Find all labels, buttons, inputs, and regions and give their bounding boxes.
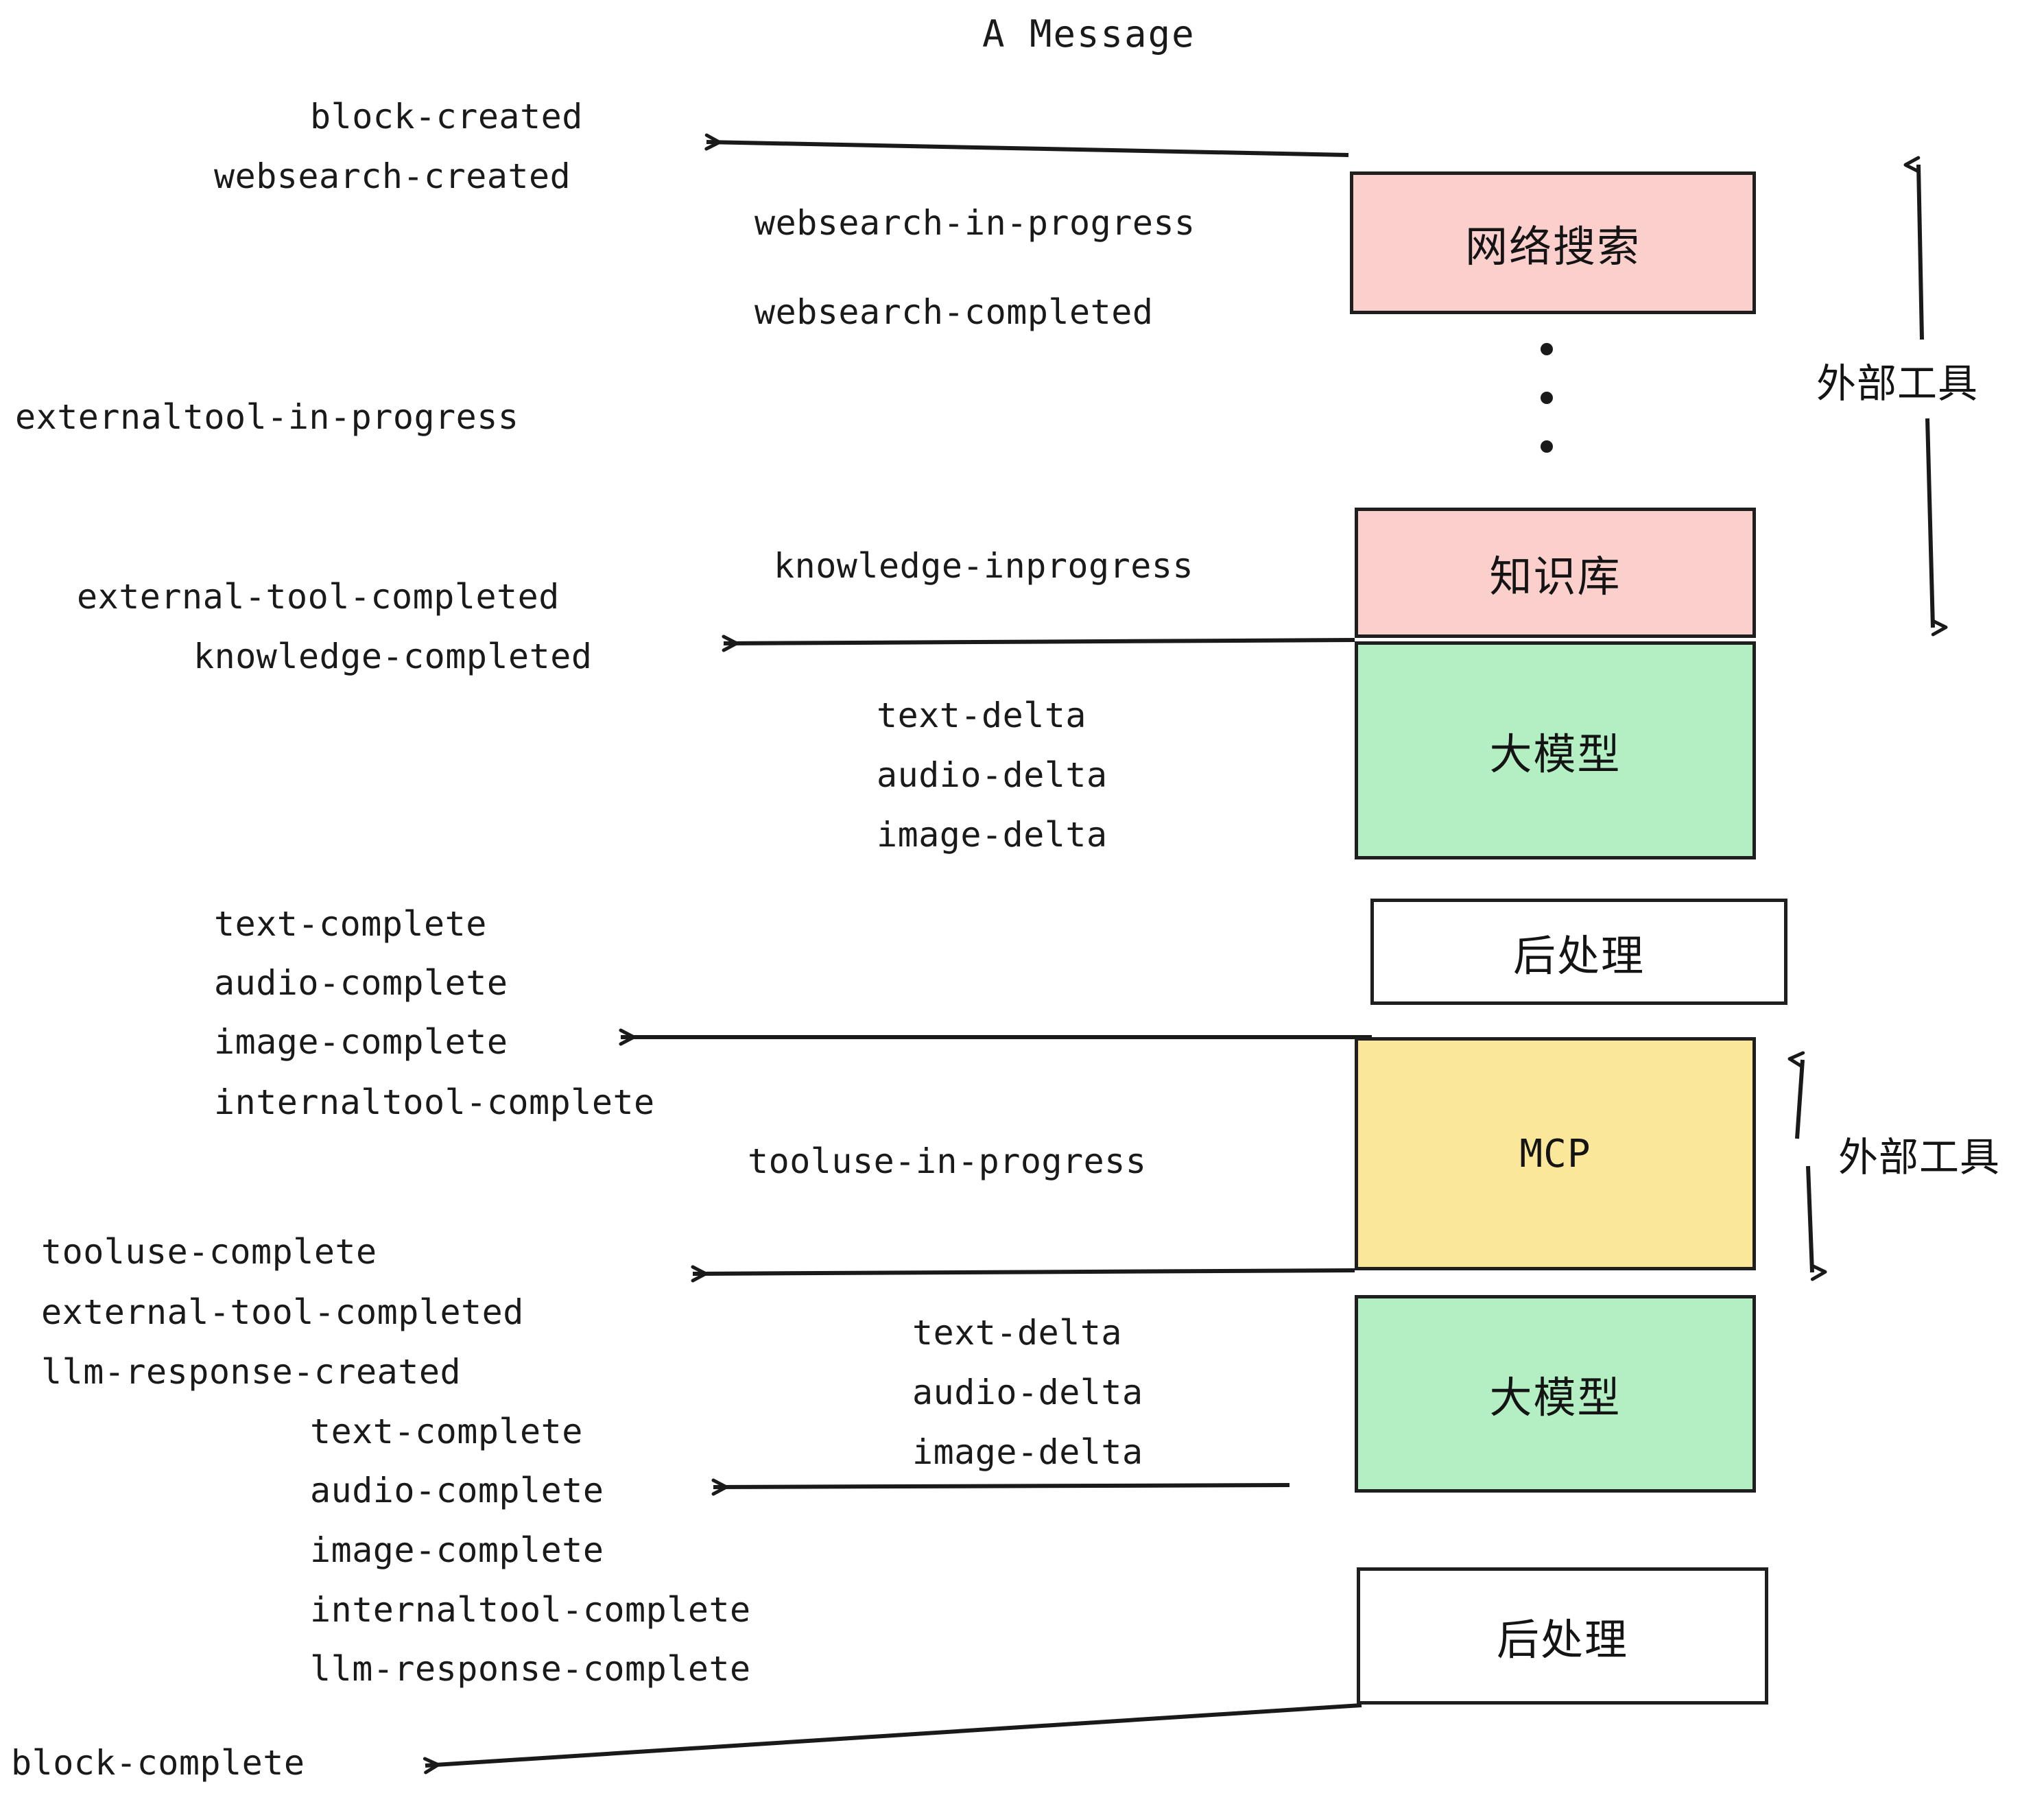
event-image-delta-1: image-delta [877,815,1108,855]
node-mcp: MCP [1355,1037,1756,1270]
annotation-external-tools-bottom: 外部工具 [1838,1134,2001,1180]
event-knowledge-completed: knowledge-completed [193,637,593,676]
event-knowledge-inprogress: knowledge-inprogress [774,546,1194,586]
event-image-complete-1: image-complete [214,1022,508,1062]
node-llm-2: 大模型 [1355,1295,1756,1493]
node-postprocess-1: 后处理 [1370,899,1787,1005]
event-audio-delta-1: audio-delta [877,755,1108,795]
arrow-mcp-to-tooluse-complete [691,1265,1355,1283]
event-text-delta-2: text-delta [912,1313,1123,1353]
event-audio-delta-2: audio-delta [912,1373,1143,1412]
event-image-complete-2: image-complete [310,1530,604,1570]
arrow-llm2-to-audiocomplete [711,1478,1290,1496]
node-llm-1: 大模型 [1355,641,1756,859]
event-llm-response-created: llm-response-created [41,1352,462,1392]
arrow-knowledge-to-completed [722,634,1355,652]
external-tools-arrow-bottom [1787,1051,1827,1281]
event-audio-complete-1: audio-complete [214,963,508,1003]
annotation-external-tools-top: 外部工具 [1816,360,1979,407]
event-block-created: block-created [310,97,583,137]
event-externaltool-in-progress: externaltool-in-progress [15,397,519,437]
event-text-complete-2: text-complete [310,1412,583,1451]
event-tooluse-in-progress: tooluse-in-progress [748,1141,1147,1181]
event-audio-complete-2: audio-complete [310,1471,604,1510]
event-external-tool-completed-1: external-tool-completed [77,577,560,617]
event-websearch-completed: websearch-completed [754,292,1154,332]
node-knowledge: 知识库 [1355,508,1756,638]
ellipsis-dots [1540,343,1554,453]
event-internaltool-complete-1: internaltool-complete [214,1082,655,1122]
event-image-delta-2: image-delta [912,1432,1143,1472]
event-block-complete: block-complete [11,1743,305,1783]
event-websearch-in-progress: websearch-in-progress [754,203,1196,243]
event-tooluse-complete: tooluse-complete [41,1232,377,1272]
event-text-complete-1: text-complete [214,904,487,944]
arrow-websearch-to-blockcreated [704,133,1349,157]
event-llm-response-complete: llm-response-complete [310,1649,751,1689]
node-postprocess-2: 后处理 [1357,1567,1768,1705]
arrow-postprocess2-to-blockcomplete [423,1703,1362,1775]
event-text-delta-1: text-delta [877,696,1087,735]
event-external-tool-completed-2: external-tool-completed [41,1292,524,1332]
node-websearch: 网络搜索 [1350,171,1756,314]
event-internaltool-complete-2: internaltool-complete [310,1590,751,1630]
event-websearch-created: websearch-created [214,156,571,196]
page-title: A Message [982,12,1196,56]
